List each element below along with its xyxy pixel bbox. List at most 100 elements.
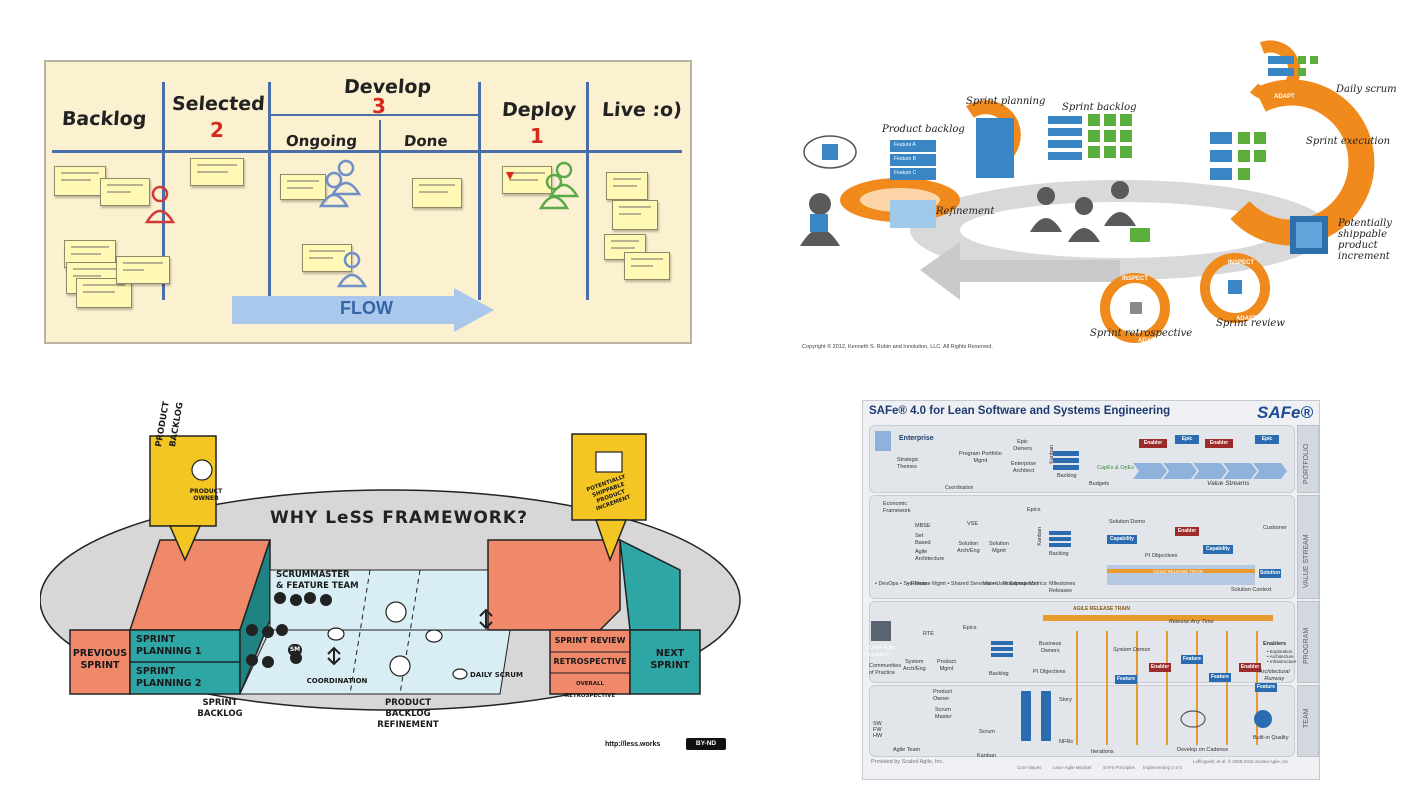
card	[606, 172, 648, 200]
budgets-label: Budgets	[1089, 481, 1110, 487]
increment-sign	[571, 433, 647, 521]
safe-logo: SAFe®	[1257, 403, 1313, 422]
inspect-label: INSPECT	[1228, 260, 1255, 266]
label-line: Product	[937, 659, 956, 665]
sprint-review-label: Sprint review	[1216, 318, 1285, 329]
sprint-backlog-grid	[1048, 114, 1132, 160]
label-line: • Shared Services	[947, 581, 992, 587]
header-divider	[52, 150, 682, 153]
sprint-execution-label: Sprint execution	[1306, 136, 1391, 147]
team-label-line: SCRUMMASTER	[276, 570, 350, 580]
label-line: Arch/Eng	[903, 665, 926, 672]
feature-chip: Feature	[1255, 683, 1277, 692]
label-line: Communities	[869, 663, 902, 669]
enterprise-icon	[875, 431, 891, 451]
label-line: SPRINT	[136, 634, 176, 645]
product-owner-cube-icon	[810, 214, 828, 232]
scrum-cycle-icon	[1180, 710, 1206, 728]
label-line: Architect	[1012, 467, 1035, 474]
person-icon	[318, 159, 362, 208]
pi-objectives-label: PI Objectives	[1033, 669, 1066, 675]
label-line: SPRINT	[80, 660, 120, 671]
card	[612, 200, 658, 230]
team-heads-icon	[246, 592, 332, 668]
kanban-board: Backlog Selected 2 Develop 3 Deploy 1 Li…	[44, 60, 692, 344]
label-line: Master	[935, 713, 952, 720]
inspect-label: INSPECT	[1288, 28, 1315, 34]
label-line: PREVIOUS	[72, 648, 128, 659]
enabler-chip: Enabler	[1175, 527, 1199, 536]
label-line: • Infrastructure	[1267, 659, 1297, 664]
label-line: PLANNING 2	[136, 678, 202, 689]
label-line: Owners	[1040, 647, 1060, 654]
feature-chip: Feature	[1209, 673, 1231, 682]
label-line: FW	[873, 727, 882, 733]
sprint-review-block	[487, 539, 621, 631]
label-line: Architecture	[915, 555, 945, 562]
label-line: System	[905, 659, 924, 665]
level-tab-team[interactable]: TEAM	[1297, 685, 1319, 757]
level-tab-program[interactable]: PROGRAM	[1297, 601, 1319, 683]
less-title: WHY LeSS FRAMEWORK?	[270, 508, 528, 528]
level-tab-portfolio[interactable]: PORTFOLIO	[1297, 425, 1319, 493]
sprint-execution-grid	[1210, 132, 1266, 180]
value-streams-label: Value Streams	[1207, 480, 1250, 487]
less-url[interactable]: http://less.works	[605, 741, 661, 748]
backlog-item: Feature C	[894, 170, 917, 176]
flow-label: FLOW	[340, 298, 393, 318]
scrum-master-badge: SM	[288, 644, 302, 656]
sprint-backlog-stack	[976, 118, 1014, 178]
card	[280, 174, 326, 200]
roadmap-label: Roadmap	[1003, 581, 1027, 587]
footer-core-values: Core Values	[1017, 765, 1042, 770]
level-tab-value-stream[interactable]: VALUE STREAM	[1297, 495, 1319, 599]
portfolio-backlog-label: Backlog	[1057, 473, 1077, 479]
safe-big-picture: SAFe® 4.0 for Lean Software and Systems …	[862, 400, 1320, 780]
label-line: HW	[873, 733, 883, 739]
vs-kanban-label: Kanban	[1037, 526, 1044, 546]
card	[302, 244, 352, 272]
team-label-line: & FEATURE TEAM	[276, 581, 359, 591]
built-in-quality-label: Built-in Quality	[1253, 735, 1289, 741]
speech-bubble-icon	[452, 668, 468, 680]
review-cube-icon	[1228, 280, 1242, 294]
label-line: SPRINT	[202, 698, 238, 708]
daily-scrum-label: Daily scrum	[1336, 84, 1397, 95]
vision-label: Vision	[983, 581, 998, 587]
develop-on-cadence-label: Develop on Cadence	[1177, 747, 1229, 753]
card	[624, 252, 670, 280]
label-line: Business	[1039, 641, 1062, 647]
epic-chip: Epic	[1255, 435, 1279, 444]
footer-mindset: Lean-Agile Mindset	[1053, 765, 1092, 770]
product-owner-sign	[149, 435, 217, 527]
product-owner-label: PRODUCT OWNER	[189, 488, 223, 502]
label-line: Solution	[989, 541, 1009, 547]
less-framework-graphic	[40, 433, 741, 711]
solution-demo-label: Solution Demo	[1109, 519, 1146, 525]
card	[54, 166, 106, 196]
quality-icon	[1254, 710, 1272, 728]
blocked-person-icon	[144, 185, 176, 224]
story-label: Story	[1059, 697, 1072, 703]
feature-chip: Feature	[1115, 675, 1137, 684]
value-stream-chevrons	[1133, 463, 1287, 479]
gear-icon	[1130, 302, 1142, 314]
portfolio-kanban-label: Kanban	[1049, 444, 1056, 464]
card	[100, 178, 150, 206]
copyright-text: Copyright © 2012, Kenneth S. Rubin and I…	[802, 344, 993, 350]
column-divider	[586, 82, 589, 300]
iterations-label: Iterations	[1091, 749, 1114, 755]
column-divider	[268, 82, 271, 300]
label-line: Mgmt	[973, 457, 988, 464]
rte-label: RTE	[923, 631, 934, 637]
